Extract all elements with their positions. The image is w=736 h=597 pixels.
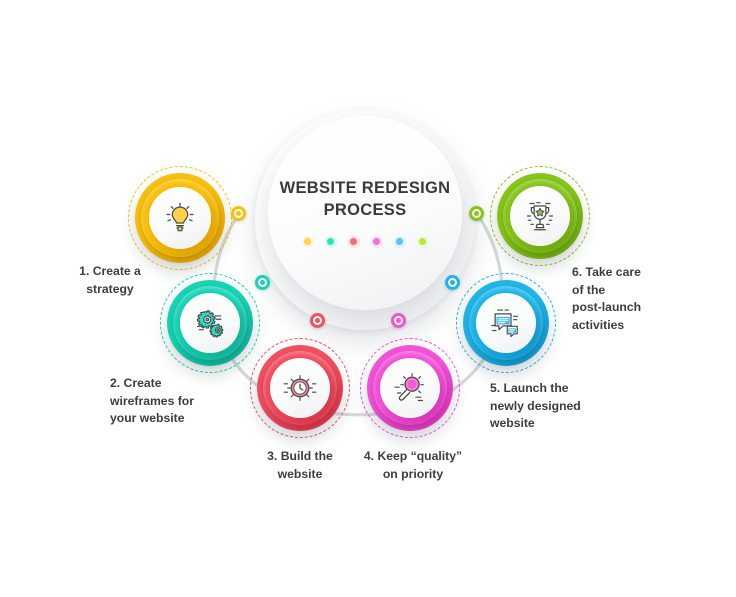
arc-marker-3 [310, 313, 325, 328]
arc-marker-5 [445, 275, 460, 290]
hub-dot-row [301, 235, 429, 248]
lightbulb-icon [166, 202, 194, 232]
hub-dot-1 [301, 235, 314, 248]
magnifier-icon [394, 373, 424, 402]
hub-disc: WEBSITE REDESIGN PROCESS [268, 116, 462, 310]
dashed-ring-2 [160, 273, 260, 373]
dashed-ring-5 [456, 273, 556, 373]
gears-icon [196, 309, 224, 338]
step-label-5: 5. Launch the newly designed website [490, 381, 581, 431]
arc-marker-4 [391, 313, 406, 328]
step-label-2: 2. Create wireframes for your website [110, 376, 194, 426]
arc-marker-6 [469, 206, 484, 221]
node-icon-face-4 [380, 358, 440, 418]
node-icon-face-1 [149, 187, 211, 249]
clock-icon [283, 375, 317, 401]
arc-marker-2 [255, 275, 270, 290]
node-icon-face-2 [180, 293, 240, 353]
hub-dot-6 [416, 235, 429, 248]
browser-windows-icon [491, 309, 519, 338]
dashed-ring-3 [250, 338, 350, 438]
page-title: WEBSITE REDESIGN PROCESS [279, 179, 451, 219]
node-icon-face-5 [476, 293, 536, 353]
step-label-3: 3. Build the website [267, 449, 333, 481]
step-node-4[interactable] [360, 338, 460, 438]
step-label-6: 6. Take care of the post-launch activiti… [572, 265, 642, 333]
hub-dot-2 [324, 235, 337, 248]
hub-dot-4 [370, 235, 383, 248]
step-node-1[interactable] [128, 166, 232, 270]
step-node-3[interactable] [250, 338, 350, 438]
step-node-5[interactable] [456, 273, 556, 373]
step-node-2[interactable] [160, 273, 260, 373]
arc-marker-1 [231, 206, 246, 221]
hub-dot-3 [347, 235, 360, 248]
node-icon-face-6 [510, 186, 570, 246]
step-node-6[interactable] [490, 166, 590, 266]
step-label-4: 4. Keep “quality” on priority [363, 449, 463, 481]
dashed-ring-6 [490, 166, 590, 266]
trophy-icon [526, 202, 554, 231]
hub-dot-5 [393, 235, 406, 248]
step-label-1: 1. Create a strategy [79, 264, 141, 296]
node-icon-face-3 [270, 358, 330, 418]
dashed-ring-4 [360, 338, 460, 438]
